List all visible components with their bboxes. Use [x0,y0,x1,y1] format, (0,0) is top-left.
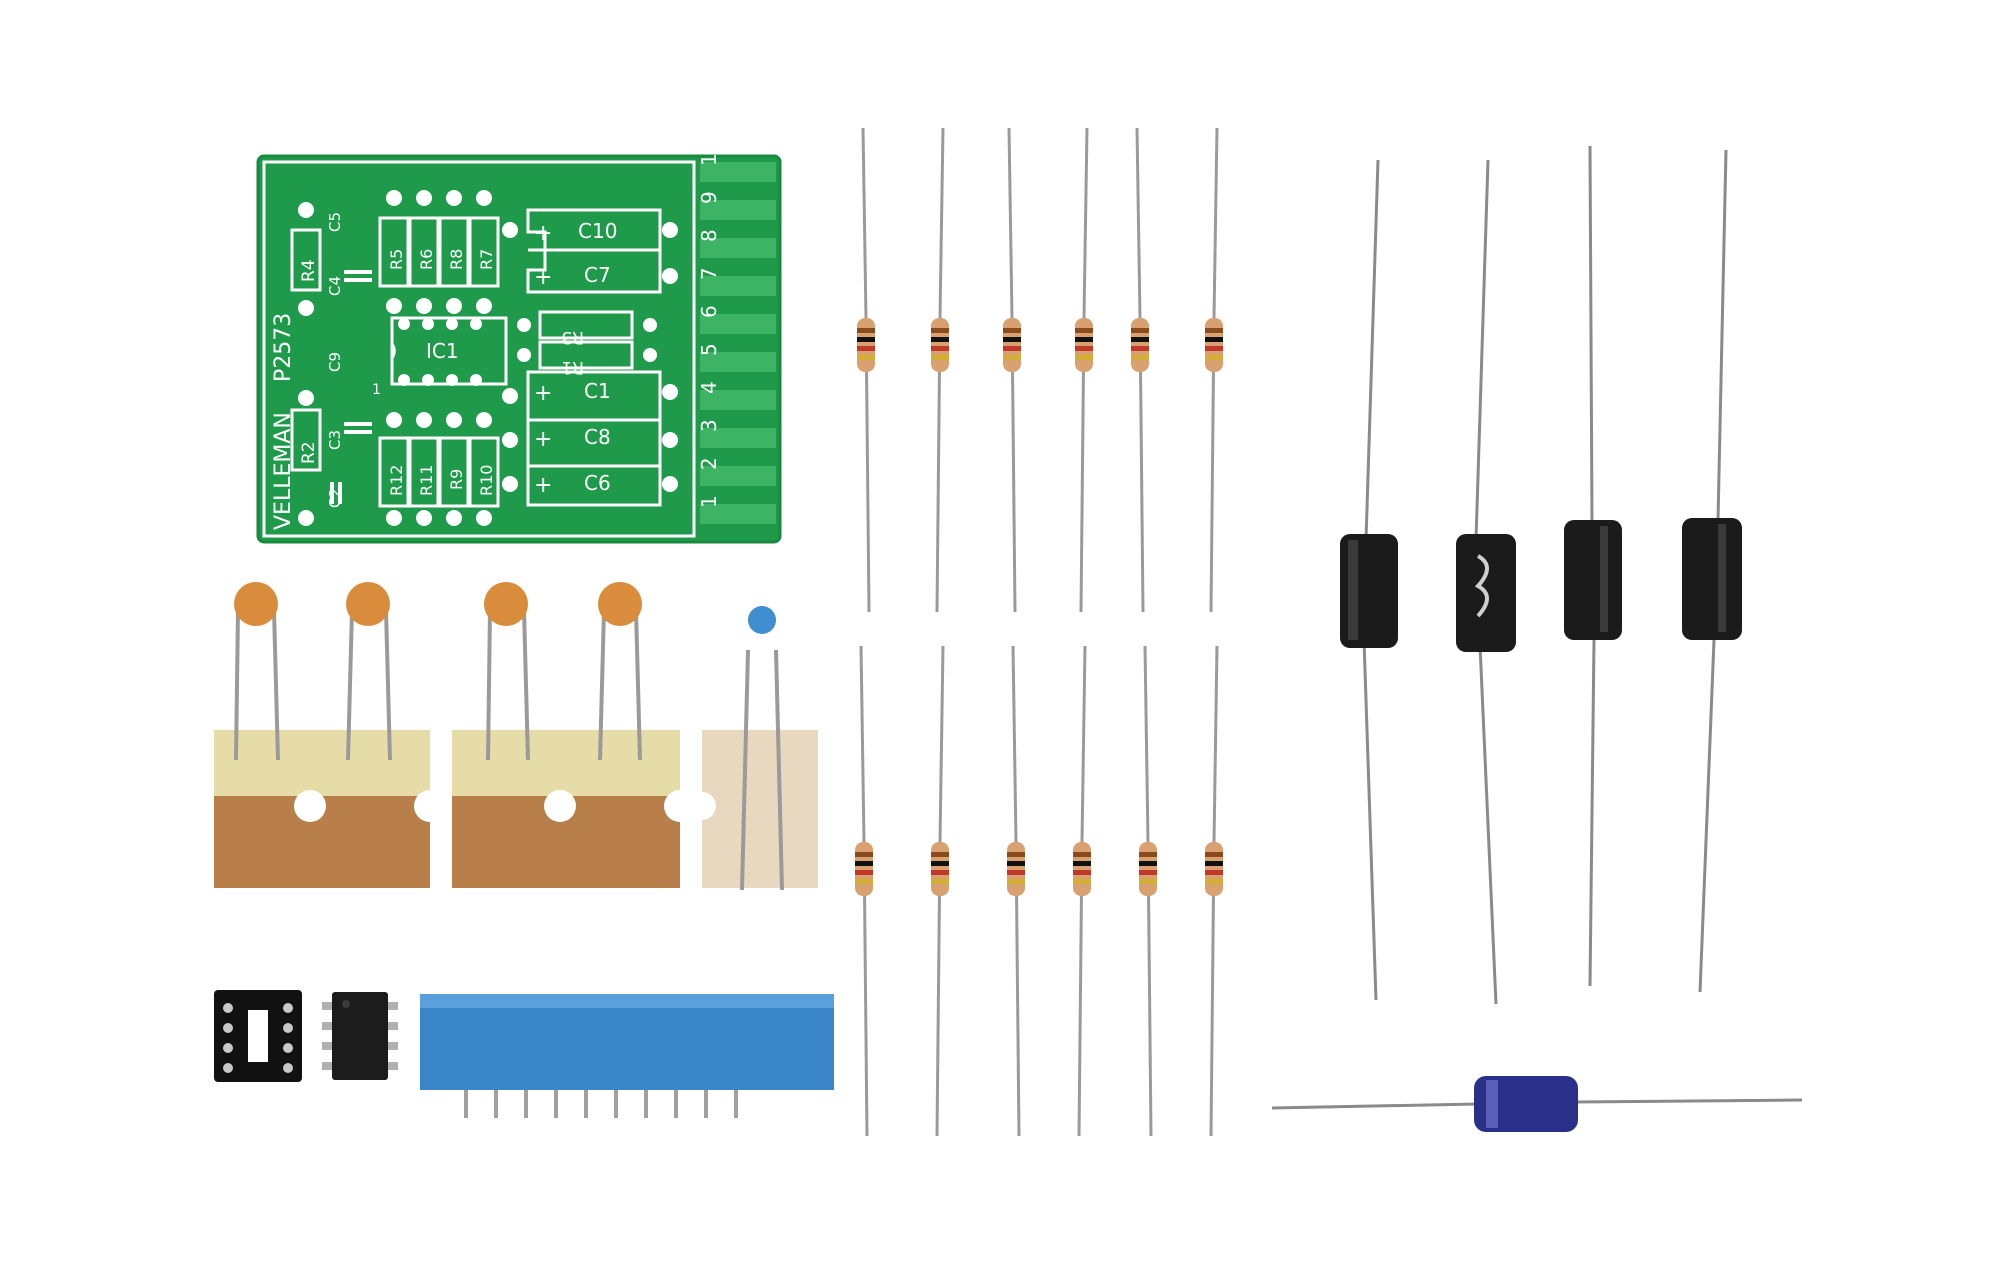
ceramic-capacitor [598,582,642,626]
resistor [931,127,949,613]
pcb-edge-pin-number: 5 [697,343,721,356]
pcb-silkscreen [262,160,696,538]
pcb-substrate [256,154,782,544]
ceramic-capacitor-strip-1 [214,582,446,888]
resistor [1139,645,1157,1137]
resistor [1075,127,1093,613]
ceramic-capacitor-strip-2 [452,582,696,888]
resistor [1205,127,1223,613]
axial-electrolytic-capacitor [1271,1076,1803,1132]
label-r7: R7 [477,249,496,270]
label-c6: C6 [584,471,611,495]
pcb-edge-pin-number: 1 [697,495,721,508]
label-pin1: 1 [372,382,381,398]
label-c5: C5 [326,212,344,232]
label-r4: R4 [299,259,319,282]
plus-sign: + [534,473,552,498]
label-r9: R9 [447,469,466,490]
pcb-edge-pin-number: 10 [697,141,721,166]
electrolytic-capacitor [1682,149,1742,993]
plus-sign: + [534,381,552,406]
label-c2: C2 [326,488,344,508]
resistor [1205,645,1223,1137]
plus-sign: + [534,427,552,452]
pcb-outline [262,160,696,538]
label-r10: R10 [477,465,496,496]
pcb-edge-pin-number: 3 [697,419,721,432]
blue-pin-header [420,994,834,1118]
ceramic-capacitor-strip-3 [688,606,818,891]
pcb-edge-pin-number: 7 [697,267,721,280]
label-c8: C8 [584,425,611,449]
resistor [1073,645,1091,1137]
resistor-group [855,127,1223,1137]
label-r11: R11 [417,465,436,496]
electrolytic-capacitor [1340,159,1398,1001]
label-c1: C1 [584,379,611,403]
ceramic-capacitor-blue [748,606,776,634]
label-r2: R2 [299,441,319,464]
label-c3: C3 [326,430,344,450]
resistor [1003,127,1021,613]
ic-socket [214,990,302,1082]
pcb-edge-fingers [700,162,776,524]
label-r3: R3 [561,327,584,347]
pcb-board: VELLEMAN P2573 R4 C5 C4 R5 R6 R8 R7 C10 … [256,141,782,544]
ceramic-capacitor [234,582,278,626]
resistor [857,127,875,613]
pcb-edge-pin-number: 6 [697,305,721,318]
pcb-edge-pin-number: 8 [697,229,721,242]
plus-sign: + [534,221,552,246]
label-r12: R12 [387,465,406,496]
resistor [855,645,873,1137]
label-r8: R8 [447,249,466,270]
resistor [1007,645,1025,1137]
ceramic-capacitor [346,582,390,626]
ceramic-capacitor [484,582,528,626]
electrolytic-capacitor [1456,159,1516,1005]
label-r6: R6 [417,249,436,270]
plus-sign: + [534,265,552,290]
pcb-part-number: P2573 [271,313,296,382]
ic-chip [322,992,398,1080]
label-r1: R1 [561,357,584,377]
pcb-edge-pin-numbers: 1 2 3 4 5 6 7 8 9 10 [697,141,721,508]
pcb-pads [298,190,678,526]
pcb-edge-pin-number: 4 [697,381,721,394]
electrolytic-capacitor [1564,145,1622,987]
resistor [1131,127,1149,613]
pcb-edge-pin-number: 2 [697,457,721,470]
label-r5: R5 [387,249,406,270]
label-c7: C7 [584,263,611,287]
pcb-cap-symbols [330,270,372,504]
label-c4: C4 [326,276,344,296]
pcb-brand-label: VELLEMAN [271,412,296,530]
resistor [931,645,949,1137]
label-c9: C9 [326,352,344,372]
label-c10: C10 [578,219,617,243]
pcb-edge-pin-number: 9 [697,191,721,204]
label-ic1: IC1 [426,339,459,363]
